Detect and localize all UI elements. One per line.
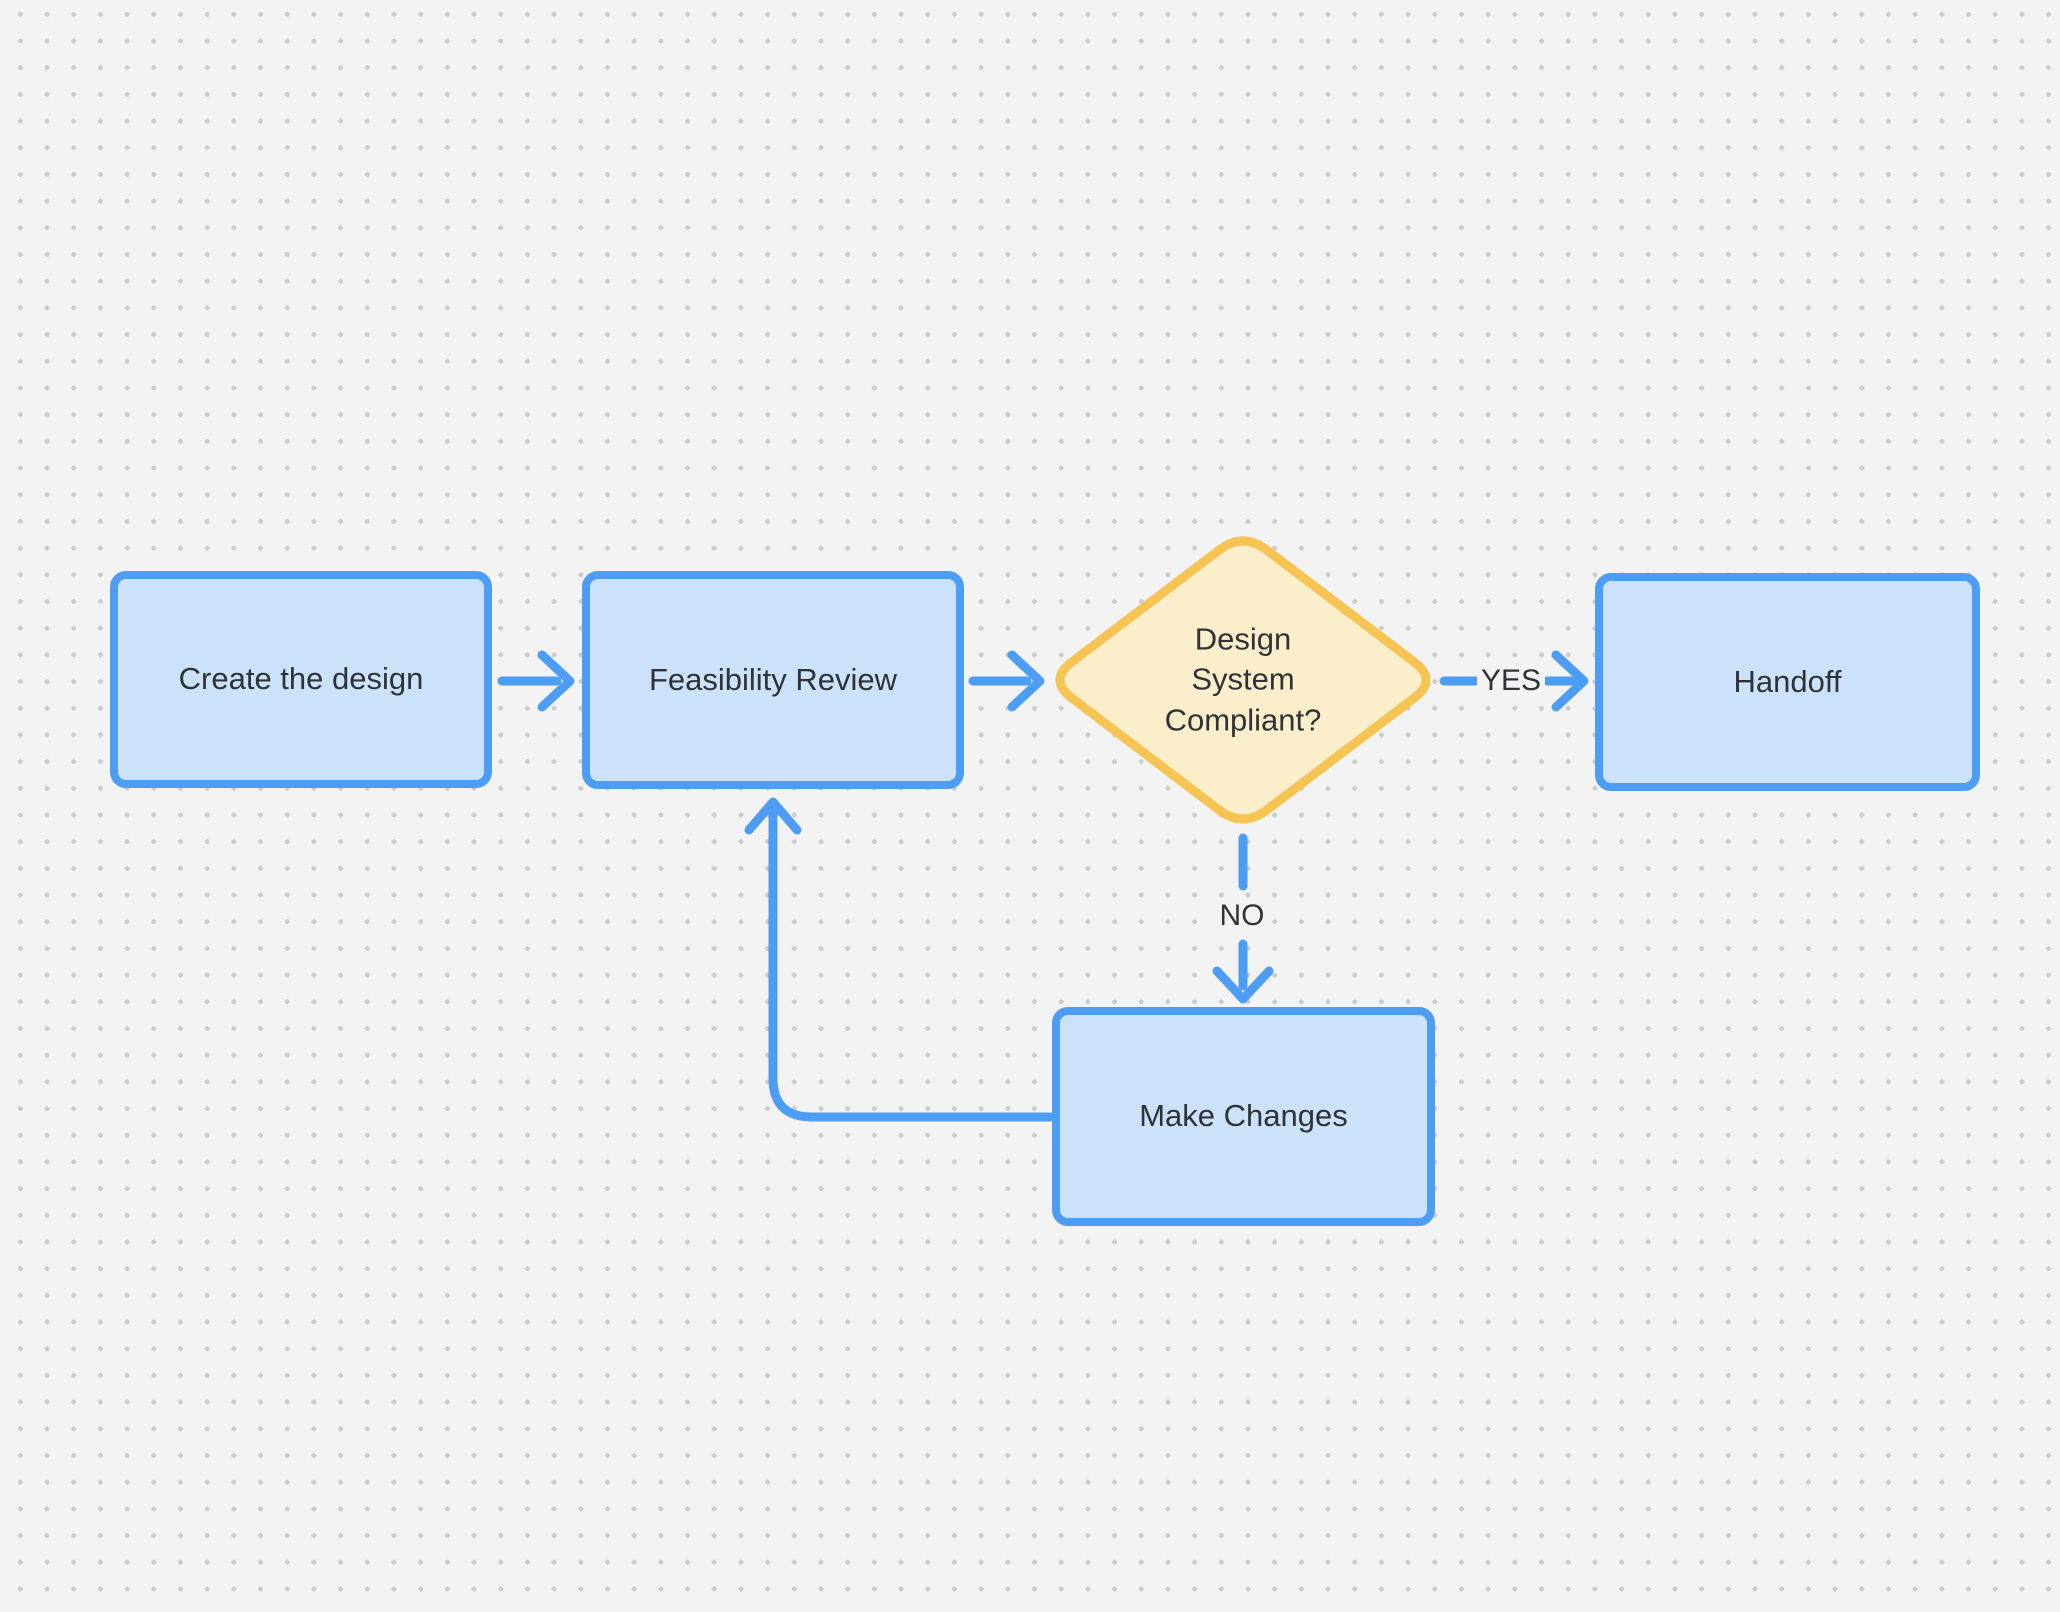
arrowhead-right-icon — [537, 650, 575, 712]
edge-feasibility-to-decision[interactable] — [968, 650, 1045, 712]
edge-label-yes[interactable]: YES — [1476, 664, 1546, 698]
node-handoff[interactable]: Handoff — [1595, 573, 1980, 791]
diamond-shape — [1055, 536, 1431, 824]
node-label: Create the design — [178, 661, 424, 697]
node-create-the-design[interactable]: Create the design — [110, 571, 492, 788]
arrowhead-right-icon — [1551, 650, 1589, 712]
arrowhead-down-icon — [1212, 966, 1274, 1004]
node-make-changes[interactable]: Make Changes — [1052, 1007, 1435, 1226]
arrowhead-right-icon — [1007, 650, 1045, 712]
edge-label-no[interactable]: NO — [1215, 899, 1269, 933]
node-feasibility-review[interactable]: Feasibility Review — [582, 571, 964, 789]
edge-decision-to-handoff-yes[interactable] — [1439, 650, 1589, 712]
edge-make-changes-to-feasibility[interactable] — [744, 797, 1055, 1122]
arrowhead-up-icon — [744, 797, 802, 835]
edge-decision-to-make-changes-no[interactable] — [1212, 833, 1274, 1004]
node-decision-design-system-compliant[interactable]: Design System Compliant? — [1048, 532, 1438, 828]
node-label: Feasibility Review — [648, 661, 898, 697]
edge-create-to-feasibility[interactable] — [497, 650, 575, 712]
node-label: Design System Compliant? — [1164, 621, 1322, 738]
node-label: Make Changes — [1139, 1098, 1348, 1134]
node-label: Handoff — [1733, 663, 1842, 699]
